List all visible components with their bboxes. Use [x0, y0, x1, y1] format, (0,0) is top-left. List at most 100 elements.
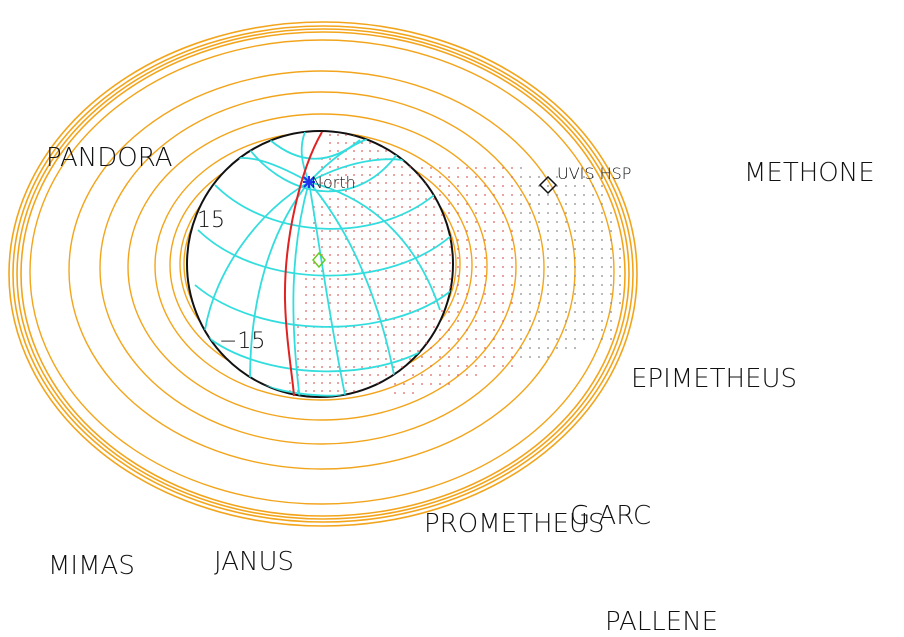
shadow-dot — [520, 194, 522, 196]
disk-shadow-dot — [369, 334, 371, 336]
shadow-dot — [574, 185, 576, 187]
disk-shadow-dot — [449, 318, 451, 320]
shadow-dot — [520, 356, 522, 358]
disk-shadow-dot — [385, 198, 387, 200]
disk-shadow-dot — [361, 150, 363, 152]
disk-shadow-dot — [329, 374, 331, 376]
ring-ellipse — [99, 91, 545, 445]
disk-shadow-dot — [369, 222, 371, 224]
shadow-dot — [601, 221, 603, 223]
disk-shadow-dot — [313, 278, 315, 280]
shadow-dot — [538, 329, 540, 331]
disk-shadow-dot — [425, 222, 427, 224]
shadow-dot — [511, 257, 513, 259]
shadow-dot — [583, 266, 585, 268]
shadow-dot — [502, 167, 504, 169]
shadow-dot — [529, 329, 531, 331]
disk-shadow-dot — [361, 214, 363, 216]
disk-shadow-dot — [385, 326, 387, 328]
disk-shadow-dot — [297, 326, 299, 328]
disk-shadow-dot — [441, 398, 443, 400]
shadow-dot — [574, 230, 576, 232]
disk-shadow-dot — [409, 238, 411, 240]
disk-shadow-dot — [417, 278, 419, 280]
shadow-dot — [421, 167, 423, 169]
shadow-dot — [466, 239, 468, 241]
shadow-dot — [520, 239, 522, 241]
disk-shadow-dot — [337, 142, 339, 144]
shadow-dot — [475, 311, 477, 313]
shadow-dot — [502, 248, 504, 250]
disk-shadow-dot — [441, 214, 443, 216]
shadow-dot — [448, 374, 450, 376]
shadow-dot — [610, 257, 612, 259]
disk-shadow-dot — [449, 254, 451, 256]
disk-shadow-dot — [329, 150, 331, 152]
shadow-dot — [511, 176, 513, 178]
disk-shadow-dot — [345, 190, 347, 192]
disk-shadow-dot — [337, 254, 339, 256]
disk-shadow-dot — [329, 286, 331, 288]
shadow-dot — [475, 284, 477, 286]
disk-shadow-dot — [441, 198, 443, 200]
shadow-dot — [529, 248, 531, 250]
latitude-label-top: 15 — [197, 208, 225, 233]
shadow-dot — [583, 194, 585, 196]
shadow-dot — [502, 212, 504, 214]
shadow-dot — [511, 221, 513, 223]
disk-shadow-dot — [337, 166, 339, 168]
shadow-dot — [511, 284, 513, 286]
shadow-dot — [547, 293, 549, 295]
shadow-dot — [601, 311, 603, 313]
terminator-line — [283, 131, 323, 397]
moon-label-methone: METHONE — [744, 158, 875, 188]
disk-shadow-dot — [377, 182, 379, 184]
disk-shadow-dot — [321, 294, 323, 296]
disk-shadow-dot — [441, 246, 443, 248]
disk-shadow-dot — [385, 374, 387, 376]
shadow-dot — [493, 275, 495, 277]
disk-shadow-dot — [361, 238, 363, 240]
disk-shadow-dot — [377, 206, 379, 208]
disk-shadow-dot — [353, 182, 355, 184]
shadow-dot — [421, 356, 423, 358]
shadow-dot — [556, 275, 558, 277]
shadow-dot — [556, 257, 558, 259]
shadow-dot — [574, 248, 576, 250]
disk-shadow-dot — [305, 382, 307, 384]
disk-shadow-dot — [433, 366, 435, 368]
grid-line — [292, 181, 310, 397]
disk-shadow-dot — [385, 206, 387, 208]
shadow-dot — [502, 311, 504, 313]
grid-line — [214, 184, 441, 230]
disk-shadow-dot — [361, 302, 363, 304]
shadow-dot — [565, 311, 567, 313]
shadow-dot — [529, 266, 531, 268]
disk-shadow-dot — [377, 238, 379, 240]
disk-shadow-dot — [313, 302, 315, 304]
shadow-dot — [466, 230, 468, 232]
shadow-dot — [610, 239, 612, 241]
shadow-dot — [493, 284, 495, 286]
shadow-dot — [475, 239, 477, 241]
shadow-dot — [529, 239, 531, 241]
shadow-dot — [430, 167, 432, 169]
shadow-dot — [457, 356, 459, 358]
disk-shadow-dot — [329, 254, 331, 256]
shadow-dot — [583, 230, 585, 232]
disk-shadow-dot — [425, 398, 427, 400]
shadow-dot — [547, 221, 549, 223]
shadow-dot — [511, 347, 513, 349]
ring-ellipse — [12, 25, 634, 523]
shadow-dot — [466, 212, 468, 214]
disk-shadow-dot — [449, 358, 451, 360]
disk-shadow-dot — [329, 230, 331, 232]
disk-shadow-dot — [393, 262, 395, 264]
shadow-dot — [448, 185, 450, 187]
disk-shadow-dot — [417, 190, 419, 192]
disk-shadow-dot — [433, 222, 435, 224]
disk-shadow-dot — [305, 270, 307, 272]
disk-shadow-dot — [321, 230, 323, 232]
shadow-dot — [493, 212, 495, 214]
disk-shadow-dot — [321, 318, 323, 320]
